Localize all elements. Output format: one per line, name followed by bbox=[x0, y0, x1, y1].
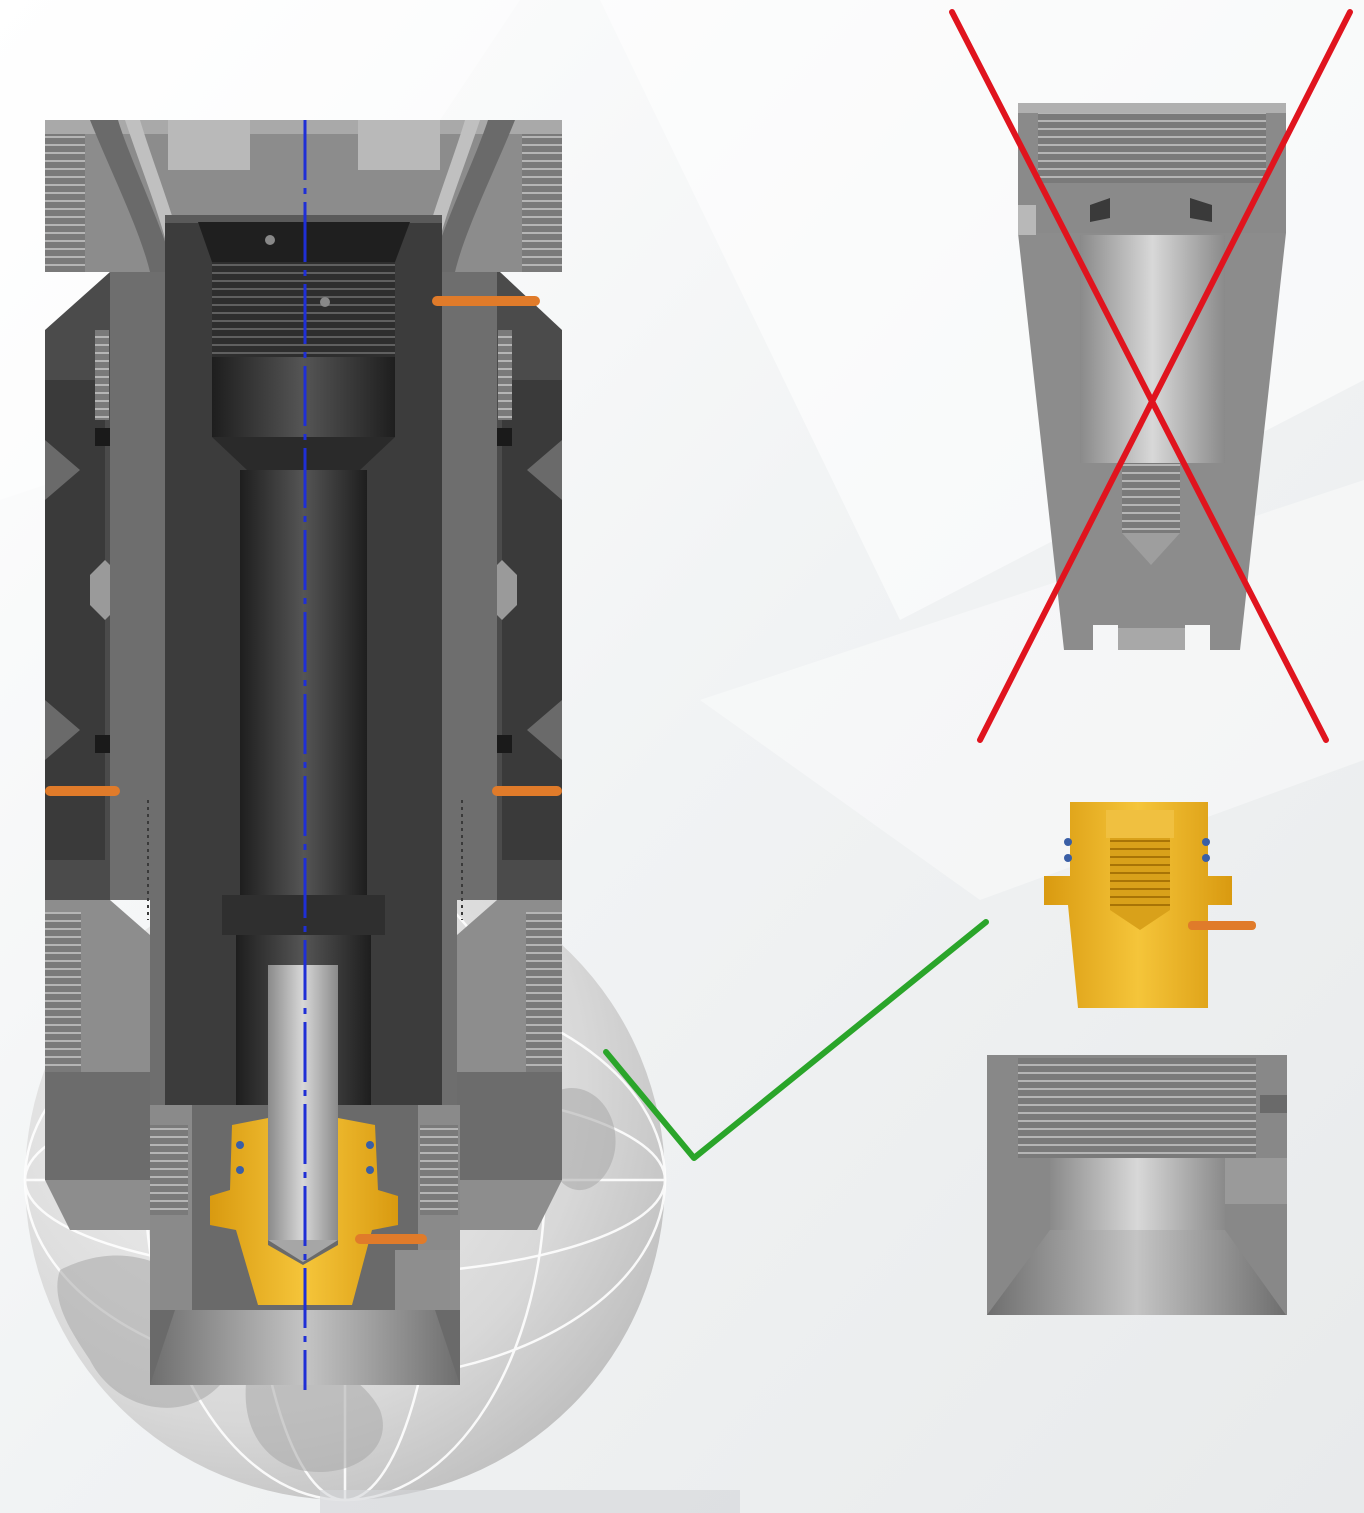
seal-ring bbox=[355, 1234, 427, 1244]
main-assembly bbox=[45, 120, 562, 1390]
old-part bbox=[949, 9, 1353, 743]
red-x-icon bbox=[949, 9, 1353, 743]
seal-ring bbox=[432, 296, 540, 306]
old-nozzle-body[interactable] bbox=[1018, 103, 1286, 650]
lower-collar[interactable] bbox=[45, 900, 562, 1230]
new-parts bbox=[987, 802, 1287, 1315]
seal-rings bbox=[45, 296, 562, 1244]
inner-stem[interactable] bbox=[268, 965, 338, 1262]
seal-ring bbox=[45, 786, 120, 796]
seal-ring bbox=[492, 786, 562, 796]
nozzle-insert[interactable] bbox=[210, 1118, 398, 1305]
new-nozzle-insert[interactable] bbox=[1044, 802, 1256, 1008]
threaded-sleeve[interactable] bbox=[987, 1055, 1287, 1315]
seal-ring bbox=[1188, 921, 1256, 930]
check-mark-icon bbox=[603, 919, 989, 1161]
